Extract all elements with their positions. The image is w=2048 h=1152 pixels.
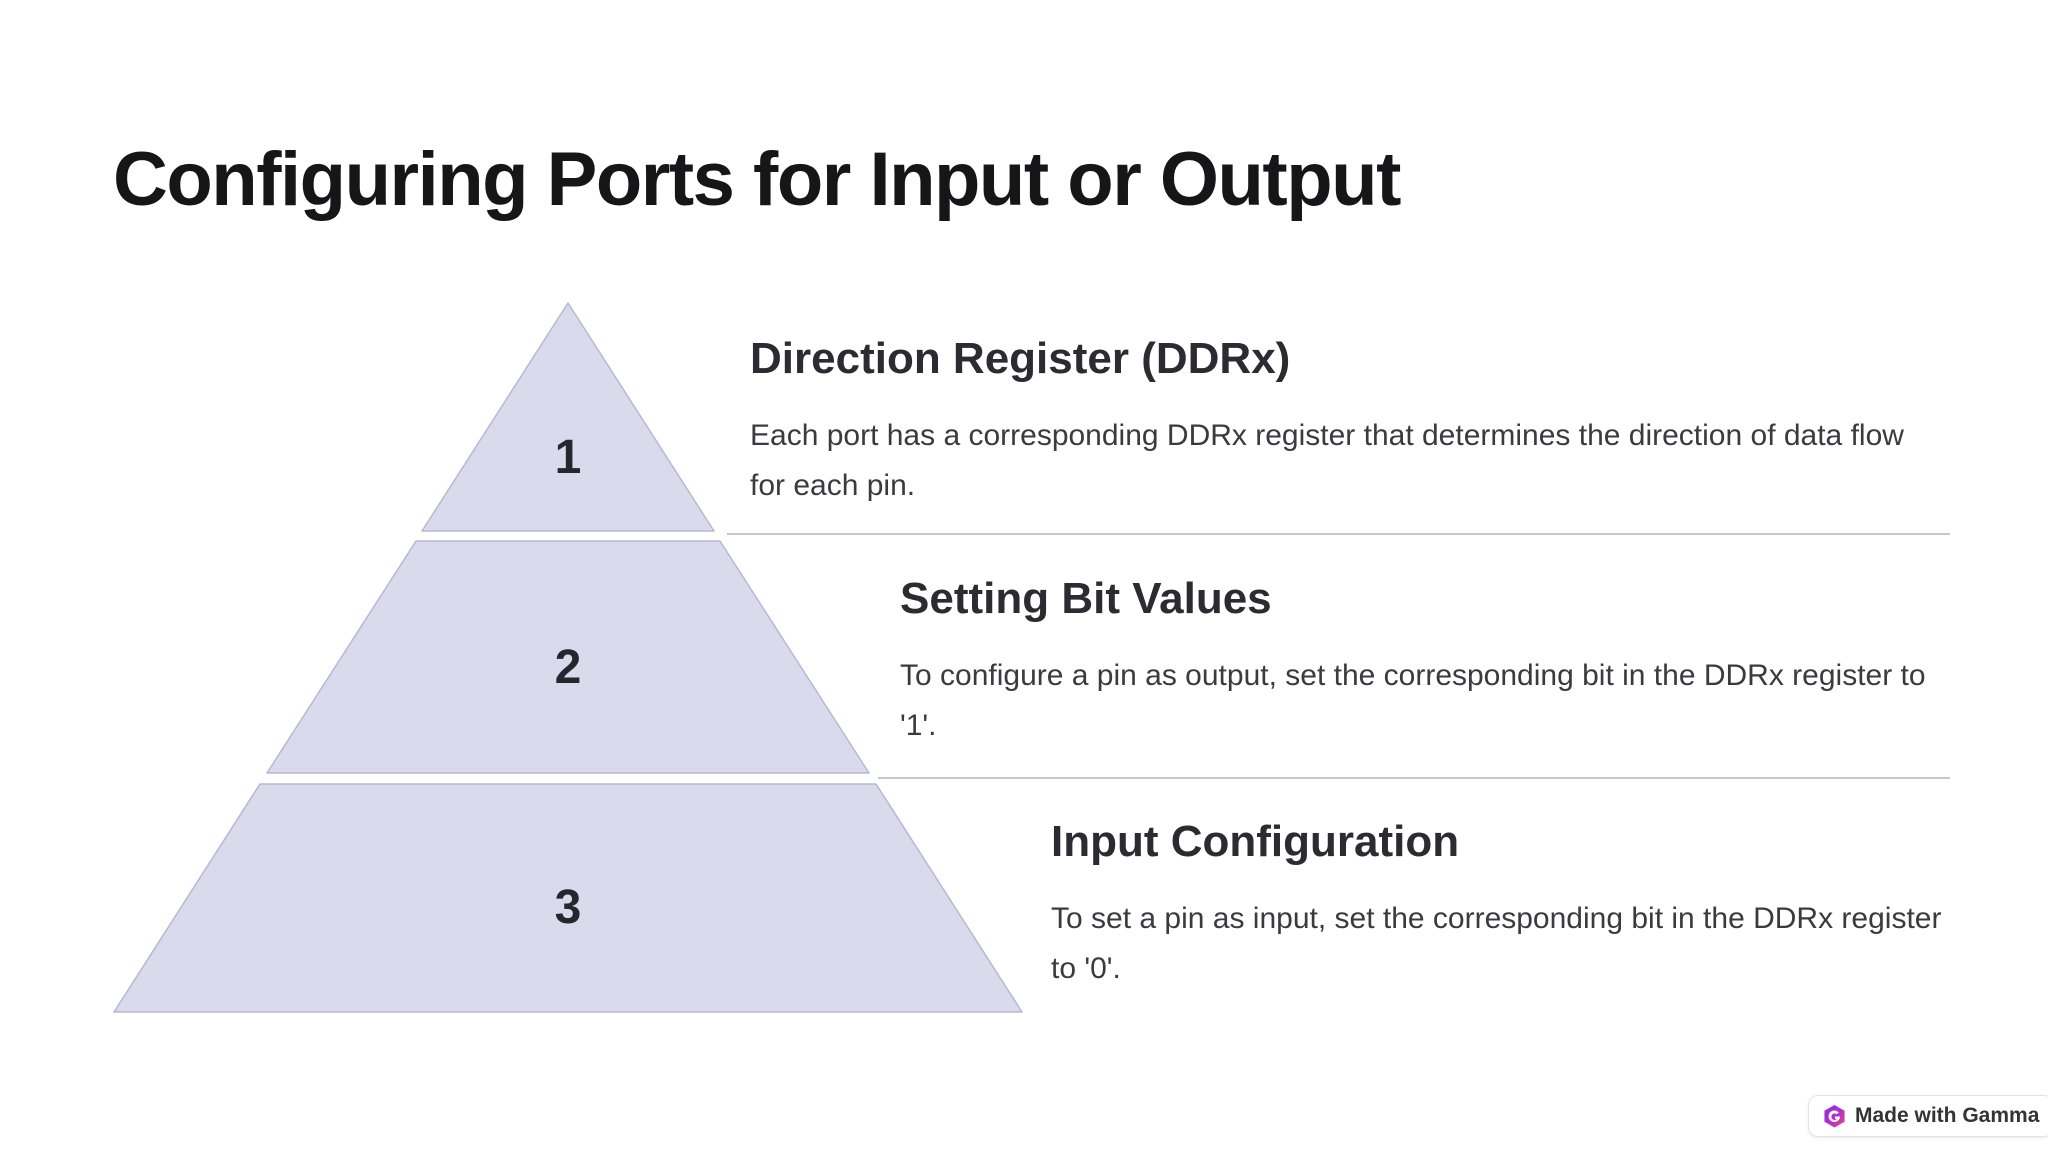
section-divider-2 xyxy=(878,777,1950,779)
section-3-heading: Input Configuration xyxy=(1051,817,1460,866)
section-input-configuration: Input Configuration To set a pin as inpu… xyxy=(1051,815,1951,994)
section-3-body: To set a pin as input, set the correspon… xyxy=(1051,902,1942,985)
section-divider-1 xyxy=(727,533,1950,535)
page-title: Configuring Ports for Input or Output xyxy=(113,137,1401,222)
pyramid-level-2-shape xyxy=(266,540,870,774)
pyramid-diagram: 1 2 3 xyxy=(113,302,1023,1013)
section-direction-register: Direction Register (DDRx) Each port has … xyxy=(750,332,1925,511)
section-2-body: To configure a pin as output, set the co… xyxy=(900,659,1926,742)
section-setting-bit-values: Setting Bit Values To configure a pin as… xyxy=(900,572,1930,751)
badge-label: Made with Gamma xyxy=(1855,1104,2040,1127)
section-2-heading: Setting Bit Values xyxy=(900,574,1272,623)
section-1-body: Each port has a corresponding DDRx regis… xyxy=(750,419,1904,502)
pyramid-level-3-number: 3 xyxy=(555,881,582,934)
section-1-heading: Direction Register (DDRx) xyxy=(750,334,1291,383)
made-with-gamma-badge[interactable]: Made with Gamma xyxy=(1808,1095,2048,1137)
pyramid-level-2-number: 2 xyxy=(555,641,582,694)
gamma-logo-icon xyxy=(1824,1104,1845,1128)
pyramid-level-1-number: 1 xyxy=(555,431,582,484)
pyramid-level-1-shape xyxy=(421,302,715,532)
pyramid-level-3-shape xyxy=(113,783,1023,1013)
